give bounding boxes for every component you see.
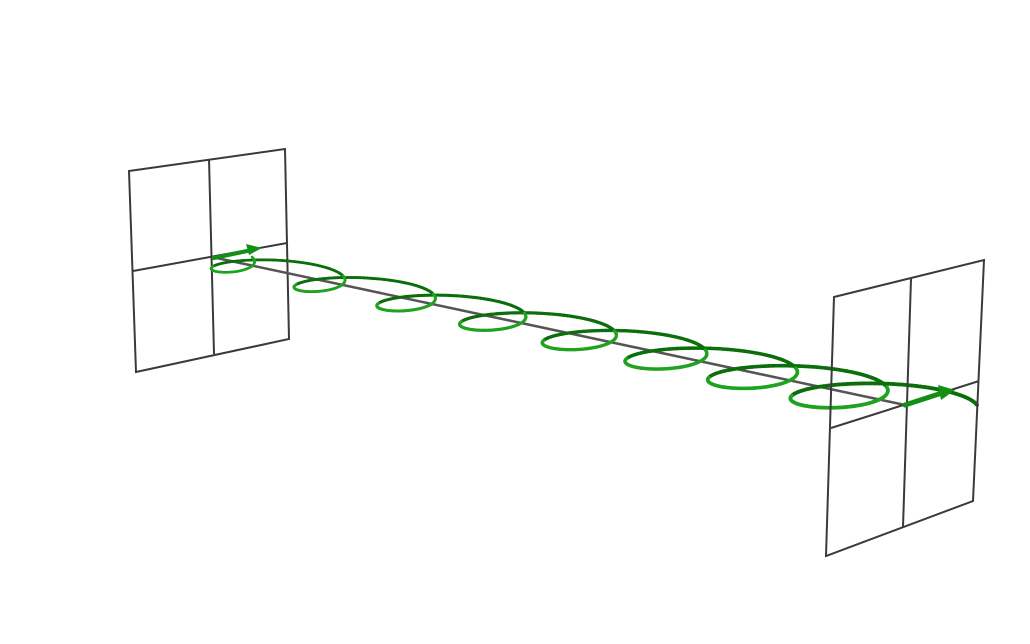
helix-segment [789, 393, 794, 399]
helix-segment [459, 320, 463, 324]
helix-segment [624, 356, 629, 361]
right-plane-border [824, 258, 986, 558]
end-field-arrow [902, 385, 955, 408]
helix-back-half [211, 258, 979, 407]
start-field-arrow [212, 244, 262, 260]
helix-front-half [209, 255, 890, 410]
left-plane [127, 147, 291, 374]
helix-segment [541, 338, 546, 343]
left-plane-horizontal-axis [132, 242, 288, 272]
left-plane-border [127, 147, 291, 374]
helix-segment [376, 301, 380, 306]
helix-segment [706, 375, 711, 380]
